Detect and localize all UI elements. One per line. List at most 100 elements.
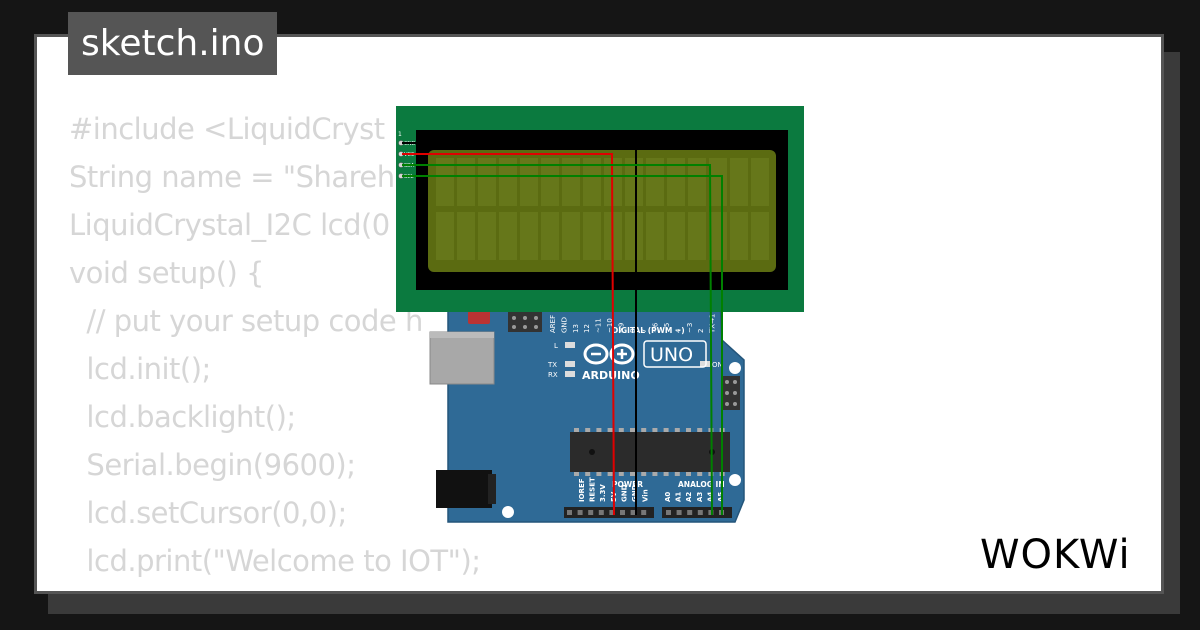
chip-pin <box>618 472 624 476</box>
led-label-rx: RX <box>548 371 558 379</box>
power-header <box>564 507 654 518</box>
digital-pin-label: 7 <box>640 329 648 333</box>
chip-pin <box>585 472 591 476</box>
digital-pin-label: ~6 <box>652 322 660 333</box>
lcd-cell <box>730 212 748 260</box>
code-line: lcd.setCursor(0,0); <box>69 496 347 530</box>
mount-hole <box>729 362 741 374</box>
digital-pin-label: 13 <box>572 324 580 333</box>
chip-pin <box>697 472 703 476</box>
sda-wire[interactable] <box>402 164 713 516</box>
wokwi-logo: WOKWi <box>980 532 1131 576</box>
header-pin[interactable] <box>666 510 671 515</box>
led-label-l: L <box>554 342 558 350</box>
header-pin[interactable] <box>697 510 703 515</box>
power-pin-label: RESET <box>589 477 597 502</box>
lcd-cell <box>667 158 685 206</box>
bottom-pin-headers <box>564 507 732 518</box>
chip-pin <box>630 428 635 432</box>
header-pin[interactable] <box>567 510 572 515</box>
digital-pin-label: AREF <box>549 315 557 333</box>
lcd-cell <box>520 158 538 206</box>
uno-model-text: UNO <box>650 344 693 366</box>
code-line: // put your setup code h <box>69 304 423 338</box>
analog-pin-label: A2 <box>685 492 693 502</box>
header-pin[interactable] <box>577 510 583 515</box>
header-pin[interactable] <box>598 510 604 515</box>
header-pin[interactable] <box>687 510 693 515</box>
digital-pin-label: 2 <box>697 329 705 333</box>
header-pin[interactable] <box>708 510 714 515</box>
header-pin[interactable] <box>630 510 636 515</box>
lcd-cell <box>646 158 664 206</box>
digital-pin-label: 8 <box>629 329 637 333</box>
chip-pin <box>641 428 647 432</box>
chip-pin <box>596 472 602 476</box>
header-pin[interactable] <box>609 510 615 515</box>
analog-pin-label: A1 <box>675 492 683 502</box>
led-label-tx: TX <box>547 361 557 369</box>
chip-pin <box>686 428 691 432</box>
vcc-wire[interactable] <box>402 153 615 516</box>
chip-pin <box>652 428 658 432</box>
wokwi-logo-text: WOKWi <box>980 532 1131 576</box>
lcd-pin-index: 1 <box>398 131 402 138</box>
lcd-cell <box>583 158 601 206</box>
file-tab[interactable]: sketch.ino <box>68 12 278 75</box>
chip-pin <box>641 472 647 476</box>
header-pin[interactable] <box>620 510 625 515</box>
digital-pin-label: 4 <box>674 328 682 333</box>
digital-pin-label: 12 <box>583 324 591 333</box>
lcd-cell <box>520 212 538 260</box>
led-label-on: ON <box>712 361 723 369</box>
uno-badge <box>643 340 707 368</box>
mount-hole <box>502 506 514 518</box>
lcd-cell <box>541 158 559 206</box>
code-line: lcd.print("Welcome to IOT"); <box>69 544 481 578</box>
digital-pin-label: ~10 <box>606 318 614 333</box>
digital-pin-label: GND <box>560 317 568 333</box>
analog-pin-label: A4 <box>706 492 714 502</box>
lcd-cell <box>625 158 643 206</box>
power-pin-label: 3.3V <box>599 484 607 502</box>
led-l <box>565 342 575 348</box>
lcd-cell <box>457 158 475 206</box>
lcd-cell <box>625 212 643 260</box>
analog-header <box>662 507 732 518</box>
icsp-header <box>508 312 542 332</box>
usb-port-top <box>430 332 494 338</box>
lcd-cell <box>667 212 685 260</box>
chip-pin <box>596 428 602 432</box>
digital-pin-label: ~3 <box>686 323 694 333</box>
chip-pin <box>663 472 669 476</box>
lcd-cell <box>436 212 454 260</box>
code-line: String name = "Shareh <box>69 160 395 194</box>
reset-button[interactable] <box>468 310 490 324</box>
chip-pin <box>674 472 680 476</box>
chip-pin <box>674 428 680 432</box>
code-line: LiquidCrystal_I2C lcd(0 <box>69 208 390 242</box>
power-pin-label: IOREF <box>578 478 586 502</box>
header-pin[interactable] <box>588 510 594 515</box>
chip-pin <box>686 472 691 476</box>
lcd-cell <box>499 212 517 260</box>
digital-pin-label: TX→1 <box>709 314 717 334</box>
lcd-cell <box>457 212 475 260</box>
lcd-cell <box>709 212 727 260</box>
chip-pin <box>618 428 624 432</box>
lcd-cell <box>499 158 517 206</box>
scl-wire[interactable] <box>402 175 723 515</box>
header-pin[interactable] <box>676 510 682 515</box>
gnd-wire[interactable] <box>402 142 637 515</box>
header-pin[interactable] <box>641 510 647 515</box>
code-line: Serial.begin(9600); <box>69 448 356 482</box>
lcd-cell <box>436 158 454 206</box>
digital-header-label: DIGITAL (PWM ~) <box>612 326 685 335</box>
code-line: lcd.backlight(); <box>69 400 296 434</box>
digital-pin-label: ~5 <box>663 323 671 333</box>
lcd-cell <box>541 212 559 260</box>
